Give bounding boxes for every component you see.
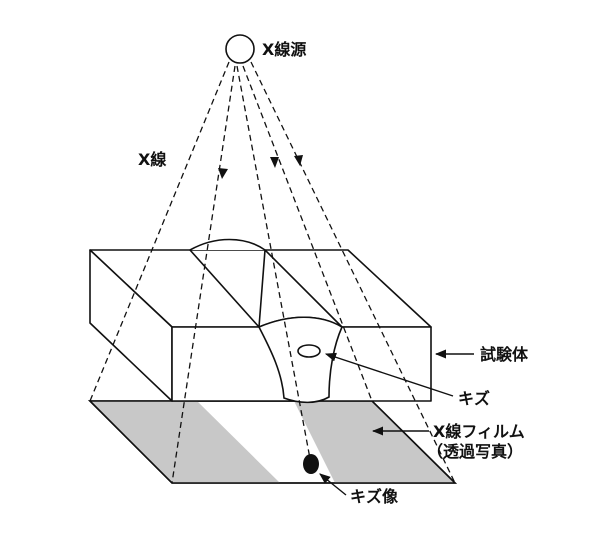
film-gray-band-left [90,401,280,483]
beam-flaw-left [236,65,312,465]
xray-film [88,400,457,484]
beam-left [89,61,230,402]
film-gray-band-right [294,401,455,483]
flaw-label: キズ [458,389,490,408]
xray-source-label: X線源 [262,40,306,59]
beam-arrowheads [218,155,303,179]
specimen-label: 試験体 [480,345,529,364]
xray-film-label: X線フィルム [433,422,525,441]
beam-arrow-3 [294,155,303,166]
beam-arrow-2 [270,157,279,168]
beam-arrow-1 [218,168,228,179]
callouts [319,349,474,496]
xray-source-circle [225,34,255,64]
specimen-block [89,238,432,404]
weld-cross-section [257,316,344,404]
flaw-pointer [324,352,454,397]
beam-inner-left [171,65,236,484]
flaw-image-pointer [319,473,347,496]
flaw-void [297,344,321,358]
beam-right [250,61,456,484]
flaw-image-label: キズ像 [350,487,399,506]
xray-film-sublabel: （透過写真） [427,442,523,461]
xray-beams [89,61,456,484]
xray-label: X線 [138,150,166,169]
